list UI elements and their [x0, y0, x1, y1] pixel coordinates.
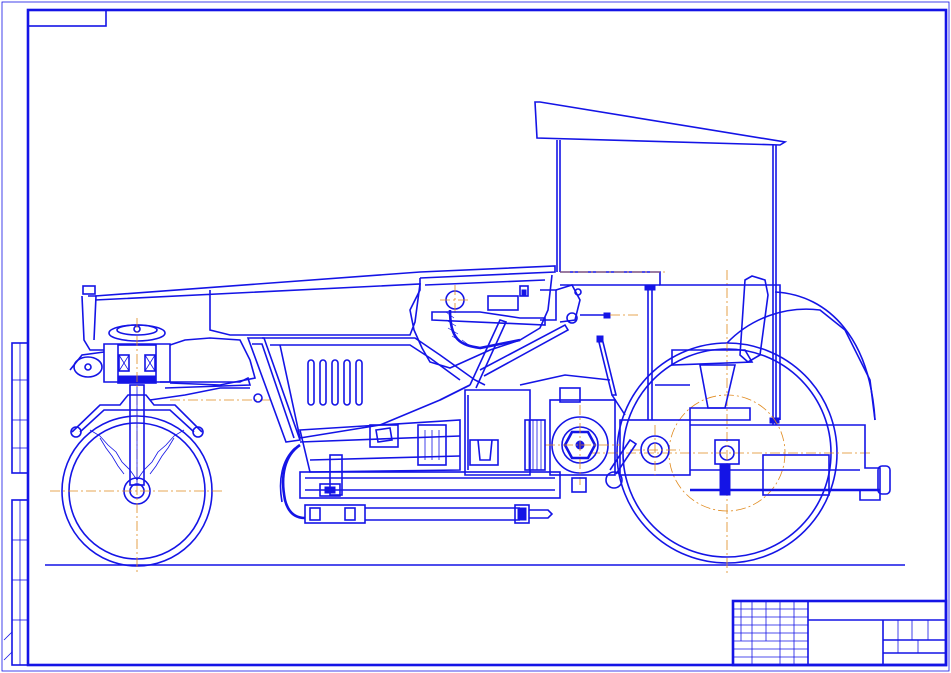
front-roller	[50, 384, 225, 575]
rear-frame	[560, 271, 891, 501]
steering-linkage	[555, 284, 640, 324]
rear-roller	[590, 270, 876, 575]
engine-upper	[409, 274, 553, 369]
control-rods	[439, 289, 611, 401]
left-margin-stamps	[3, 342, 29, 666]
transmission	[524, 387, 638, 493]
title-block	[731, 599, 948, 667]
engine-grille	[307, 359, 363, 406]
engine-lower	[299, 389, 561, 499]
front-fork-head	[69, 318, 171, 390]
operator-seat	[596, 275, 769, 421]
lower-pipes	[279, 443, 554, 524]
